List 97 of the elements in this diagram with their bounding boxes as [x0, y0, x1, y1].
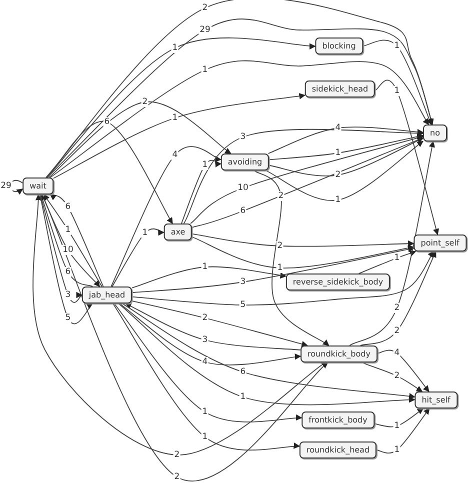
edge-label: 1: [239, 392, 247, 402]
arrow: [114, 303, 302, 422]
arrow: [50, 60, 430, 178]
edge-label: 4: [201, 357, 209, 367]
edge-label: 10: [62, 245, 74, 255]
edge-label: 1: [393, 253, 401, 263]
arrow: [265, 140, 424, 201]
state-box: avoiding: [220, 154, 270, 170]
state-box: frontkick_body: [302, 412, 374, 428]
arrow: [132, 266, 287, 288]
edge-label: 1: [393, 86, 401, 96]
arrow: [377, 350, 430, 392]
edge-label: 1: [141, 228, 149, 238]
arrow: [132, 300, 308, 348]
arrow: [46, 37, 316, 178]
arrow: [40, 194, 94, 287]
arrow: [48, 102, 232, 178]
arrow: [132, 250, 434, 306]
edge-label: 2: [393, 371, 401, 381]
edge-label: 6: [64, 267, 72, 277]
edge-label: 1: [64, 225, 72, 235]
arrow: [268, 134, 424, 160]
edge-label: 3: [239, 277, 247, 287]
state-box: reverse_sidekick_body: [286, 274, 390, 290]
arrow: [39, 194, 94, 324]
edge-label: 2: [141, 97, 149, 107]
edge-label: 1: [201, 432, 209, 442]
state-box: blocking: [315, 38, 363, 54]
state-box: sidekick_head: [304, 80, 376, 98]
edge-label: 5: [64, 313, 72, 323]
state-box: axe: [164, 224, 192, 240]
arrow: [376, 408, 430, 454]
edge-label: 1: [393, 41, 401, 51]
edge-label: 2: [276, 241, 284, 251]
edge-label: 1: [201, 160, 209, 170]
edge-label: 2: [334, 170, 342, 180]
arrow: [374, 80, 440, 236]
arrow: [112, 228, 164, 287]
arrow: [10, 180, 24, 194]
arrow: [118, 303, 302, 366]
edge-label: 6: [239, 367, 247, 377]
arrow: [192, 234, 414, 247]
edge-label: 2: [201, 3, 209, 13]
edge-label: 2: [393, 303, 401, 313]
edge-label: 1: [393, 445, 401, 455]
edge-label: 29: [198, 25, 212, 35]
arrow: [192, 236, 414, 268]
state-box: jab_head: [82, 286, 132, 304]
edge-label: 3: [64, 290, 72, 300]
state-box: point_self: [414, 234, 466, 252]
edge-label: 4: [393, 348, 401, 358]
edge-label: 4: [334, 123, 342, 133]
arrow: [374, 408, 424, 428]
edge-label: 1: [201, 65, 209, 75]
arrow: [268, 138, 424, 176]
state-box: no: [423, 124, 447, 142]
arrow: [124, 303, 301, 350]
edge-label: 1: [201, 407, 209, 417]
edge-label: 2: [393, 326, 401, 336]
edge-label: 1: [171, 113, 179, 123]
arrow: [360, 250, 436, 346]
edge-label: 6: [239, 206, 247, 216]
edge-label: 1: [201, 262, 209, 272]
edge-label: 2: [201, 313, 209, 323]
arrow: [360, 362, 423, 392]
edge-label: 3: [239, 132, 247, 142]
edge-label: 1: [276, 263, 284, 273]
arrow: [362, 40, 432, 126]
state-box: roundkick_head: [299, 442, 377, 458]
edge-label: 1: [393, 421, 401, 431]
arrow: [358, 250, 416, 274]
arrow: [52, 92, 306, 179]
edge-label: 1: [334, 148, 342, 158]
edge-label: 2: [277, 191, 285, 201]
arrow: [132, 246, 414, 294]
arrow: [254, 170, 330, 346]
state-box: roundkick_body: [300, 346, 378, 362]
edge-label: 1: [334, 195, 342, 205]
arrow: [349, 140, 436, 346]
edge-label: 4: [171, 150, 179, 160]
arrow: [268, 126, 424, 154]
arrow: [46, 120, 173, 224]
edge-label: 1: [171, 43, 179, 53]
edge-label: 5: [239, 300, 247, 310]
arrow: [40, 194, 82, 303]
edge-label: 2: [173, 472, 181, 482]
state-box: hit_self: [414, 392, 458, 408]
arrow: [180, 160, 222, 224]
arrow: [112, 303, 300, 451]
edge-label: 10: [236, 183, 250, 193]
edge-label: 29: [0, 181, 12, 191]
edge-label: 6: [103, 117, 111, 127]
edge-label: 3: [201, 335, 209, 345]
arrow: [110, 146, 222, 287]
edge-label: 6: [64, 202, 72, 212]
state-box: wait: [22, 178, 54, 194]
edge-label: 2: [173, 450, 181, 460]
